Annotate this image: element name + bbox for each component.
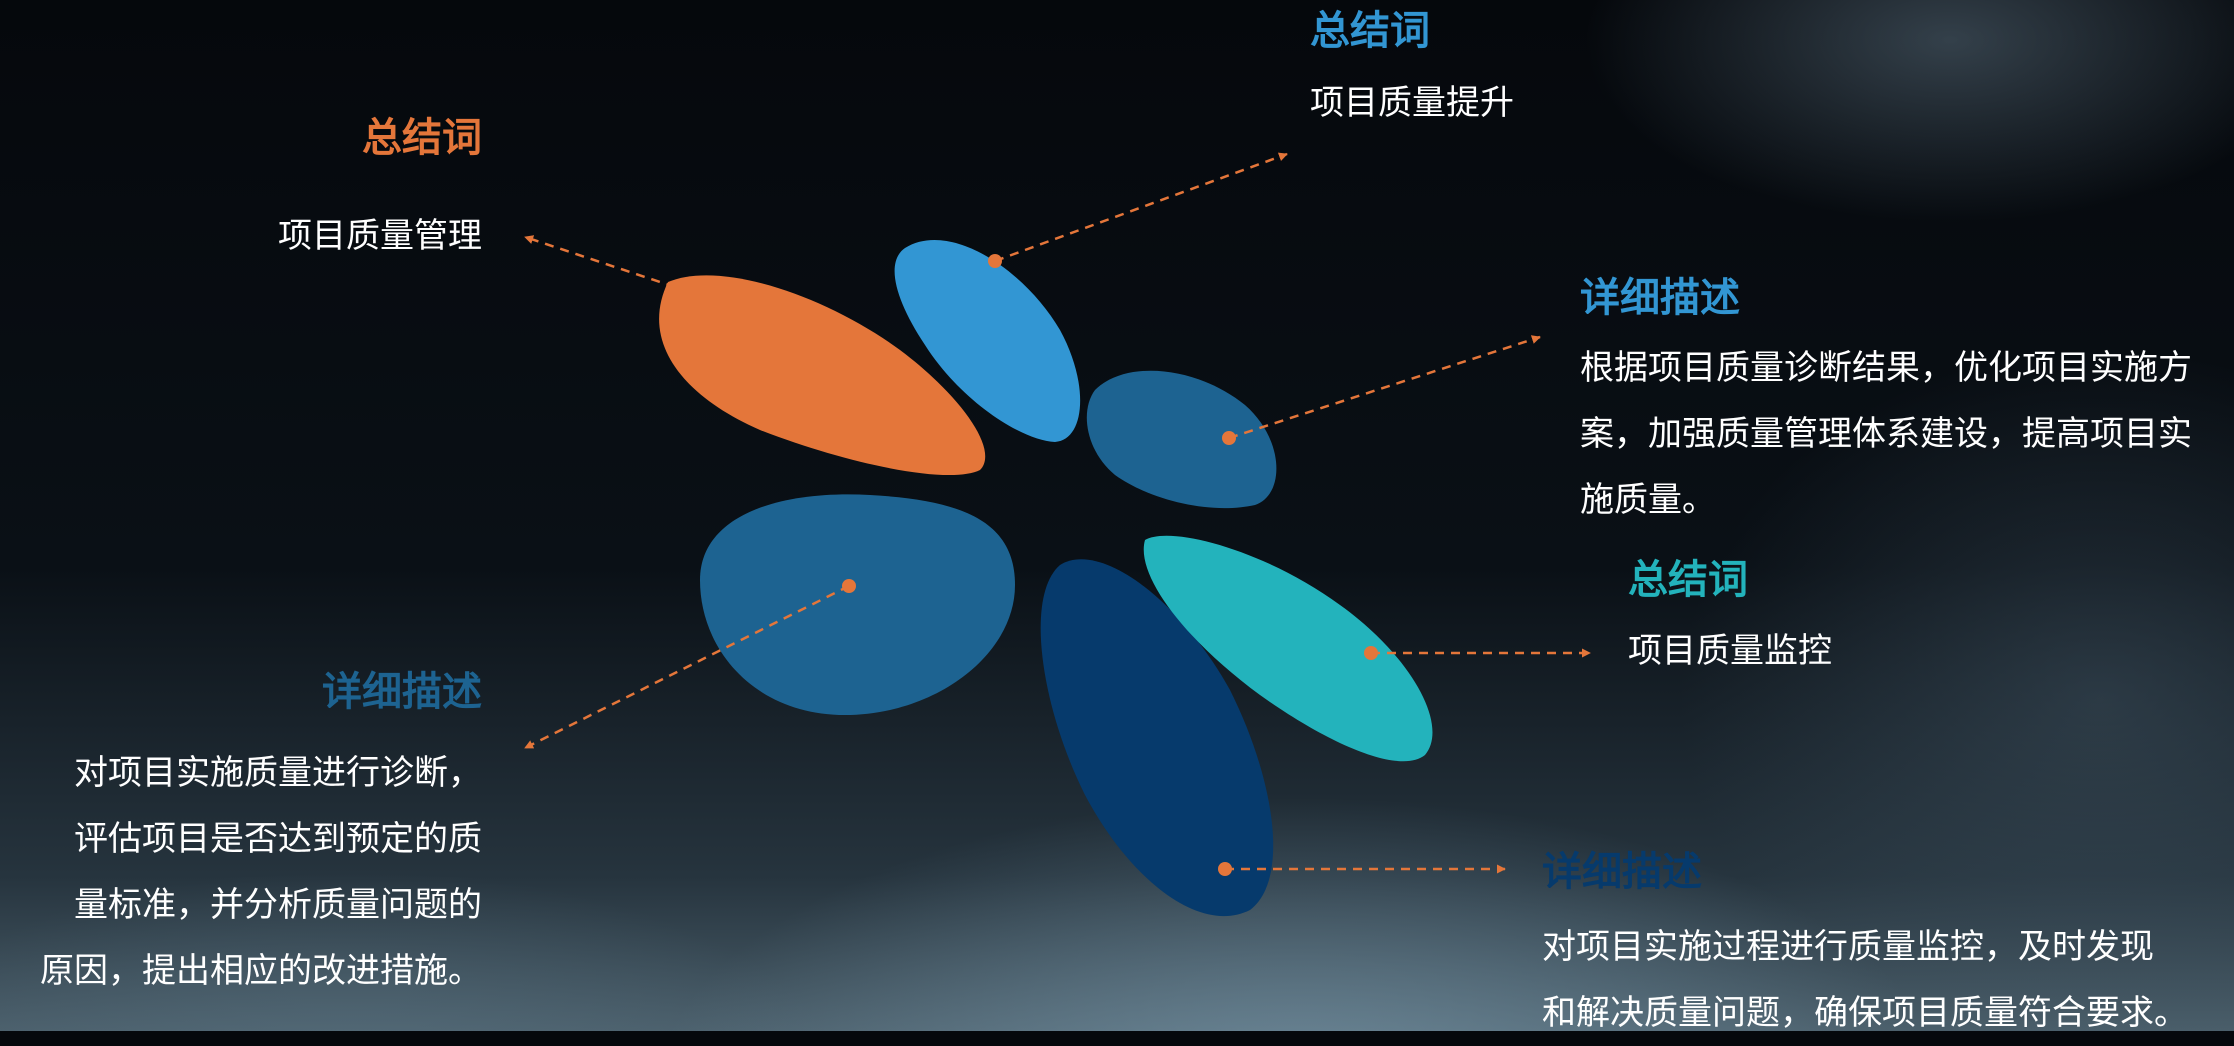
top-center-text: 项目质量提升 <box>1310 83 1514 123</box>
connector-top-center <box>994 152 1288 263</box>
bottom-right-line-2: 和解决质量问题，确保项目质量符合要求。 <box>1542 993 2188 1033</box>
right-upper-line-3: 施质量。 <box>1580 480 1716 520</box>
connector-dot-teal <box>1364 646 1378 660</box>
left-lower-heading: 详细描述 <box>322 669 482 715</box>
connector-top-left <box>524 235 676 289</box>
petal-mid-blue-large <box>700 494 1015 715</box>
top-left-text: 项目质量管理 <box>278 216 482 256</box>
connector-dot-light-blue <box>988 254 1002 268</box>
top-left-heading: 总结词 <box>362 115 482 161</box>
bottom-right-heading: 详细描述 <box>1542 849 1702 895</box>
petal-light-blue <box>894 240 1081 442</box>
left-lower-line-1: 对项目实施质量进行诊断， <box>74 753 482 793</box>
bottom-right-line-1: 对项目实施过程进行质量监控，及时发现 <box>1542 927 2154 967</box>
petal-dark-blue <box>1040 559 1274 917</box>
connector-dot-mid-blue-small <box>1222 431 1236 445</box>
right-upper-heading: 详细描述 <box>1580 275 1740 321</box>
bottom-right-description: 对项目实施过程进行质量监控，及时发现 和解决质量问题，确保项目质量符合要求。 <box>1542 914 2232 1046</box>
petal-teal <box>1143 535 1433 762</box>
top-center-heading: 总结词 <box>1310 8 1430 54</box>
right-upper-line-1: 根据项目质量诊断结果，优化项目实施方 <box>1580 348 2192 388</box>
petal-orange <box>659 275 986 476</box>
left-lower-line-2: 评估项目是否达到预定的质 <box>74 819 482 859</box>
left-lower-description: 对项目实施质量进行诊断， 评估项目是否达到预定的质 量标准，并分析质量问题的 原… <box>0 740 482 1004</box>
connector-dot-mid-blue-large <box>842 579 856 593</box>
connector-left-lower <box>524 584 850 750</box>
left-lower-line-3: 量标准，并分析质量问题的 <box>74 885 482 925</box>
petal-mid-blue-small <box>1086 370 1277 509</box>
right-upper-description: 根据项目质量诊断结果，优化项目实施方 案，加强质量管理体系建设，提高项目实 施质… <box>1580 335 2234 533</box>
left-lower-line-4: 原因，提出相应的改进措施。 <box>40 951 482 991</box>
right-middle-text: 项目质量监控 <box>1628 631 1832 671</box>
connector-dot-dark-blue <box>1218 862 1232 876</box>
right-upper-line-2: 案，加强质量管理体系建设，提高项目实 <box>1580 414 2192 454</box>
right-middle-heading: 总结词 <box>1628 557 1748 603</box>
connector-right-upper <box>1228 335 1541 440</box>
